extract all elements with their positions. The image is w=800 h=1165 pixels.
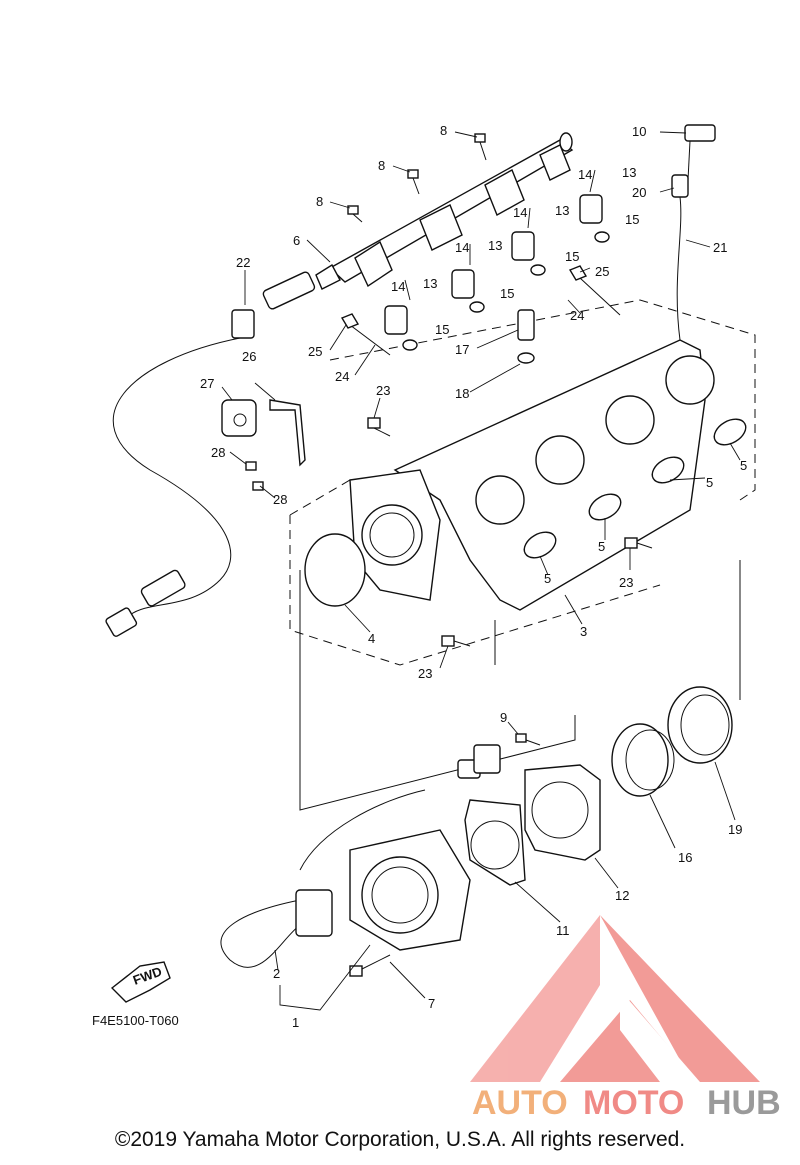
- callout-24a: 24: [335, 369, 349, 384]
- callout-1: 1: [292, 1015, 299, 1030]
- callout-23a: 23: [376, 383, 390, 398]
- callout-8c: 8: [316, 194, 323, 209]
- callout-16: 16: [678, 850, 692, 865]
- callout-25a: 25: [308, 344, 322, 359]
- callout-9: 9: [500, 710, 507, 725]
- callout-5b: 5: [706, 475, 713, 490]
- callout-21: 21: [713, 240, 727, 255]
- fuel-rail: [315, 132, 574, 290]
- callout-13c: 13: [488, 238, 502, 253]
- bolt-8-group: [347, 133, 487, 223]
- callout-10: 10: [632, 124, 646, 139]
- callout-labels: 1 2 3 4 5 5 5 5 6 7 8 8 8 9 10 11 12 13 …: [200, 123, 747, 1030]
- callout-6: 6: [293, 233, 300, 248]
- callout-13d: 13: [423, 276, 437, 291]
- callout-20: 20: [632, 185, 646, 200]
- callout-14b: 14: [513, 205, 527, 220]
- fwd-arrow-icon: FWD: [110, 961, 171, 1003]
- watermark-auto: AUTO: [472, 1084, 568, 1122]
- callout-22: 22: [236, 255, 250, 270]
- callout-18: 18: [455, 386, 469, 401]
- throttle-body: [220, 744, 501, 968]
- callout-15a: 15: [625, 212, 639, 227]
- watermark-logo: [470, 915, 760, 1082]
- assembly-outline: [289, 299, 756, 811]
- callout-5a: 5: [740, 458, 747, 473]
- copyright-notice: ©2019 Yamaha Motor Corporation, U.S.A. A…: [114, 1128, 686, 1151]
- sensor-17: [517, 309, 535, 364]
- callout-15c: 15: [500, 286, 514, 301]
- watermark-text: AUTO MOTO HUB: [472, 1084, 781, 1122]
- sensor-10: [671, 124, 716, 341]
- gasket-11: [464, 799, 526, 886]
- callout-24b: 24: [570, 308, 584, 323]
- callout-12: 12: [615, 888, 629, 903]
- filter-16: [611, 723, 675, 797]
- o-ring-15-group: [402, 231, 610, 351]
- callout-28a: 28: [211, 445, 225, 460]
- callout-3: 3: [580, 624, 587, 639]
- callout-25b: 25: [595, 264, 609, 279]
- callout-5d: 5: [544, 571, 551, 586]
- bracket-26: [221, 399, 306, 491]
- callout-13b: 13: [555, 203, 569, 218]
- callout-14a: 14: [578, 167, 592, 182]
- ring-19: [667, 686, 733, 764]
- stud-group: [340, 265, 621, 356]
- callout-13a: 13: [622, 165, 636, 180]
- leader-lines: [221, 131, 741, 1011]
- diagram-code: F4E5100-T060: [92, 1013, 179, 1028]
- gasket-5-group: [523, 418, 747, 559]
- callout-15d: 15: [435, 322, 449, 337]
- callout-15b: 15: [565, 249, 579, 264]
- callout-23c: 23: [418, 666, 432, 681]
- callout-28b: 28: [273, 492, 287, 507]
- callout-8b: 8: [378, 158, 385, 173]
- watermark-moto: MOTO: [583, 1084, 684, 1122]
- wire-harness-22: [105, 271, 316, 637]
- bolt-7: [349, 954, 391, 977]
- o-ring-4: [304, 533, 366, 607]
- callout-8a: 8: [440, 123, 447, 138]
- callout-17: 17: [455, 342, 469, 357]
- callout-14d: 14: [391, 279, 405, 294]
- callout-4: 4: [368, 631, 375, 646]
- callout-5c: 5: [598, 539, 605, 554]
- callout-11: 11: [556, 923, 570, 938]
- callout-27: 27: [200, 376, 214, 391]
- adapter-12: [524, 764, 601, 861]
- callout-14c: 14: [455, 240, 469, 255]
- callout-7: 7: [428, 996, 435, 1011]
- watermark-hub: HUB: [707, 1084, 781, 1122]
- callout-2: 2: [273, 966, 280, 981]
- bolt-9: [515, 733, 541, 746]
- callout-23b: 23: [619, 575, 633, 590]
- callout-19: 19: [728, 822, 742, 837]
- injector-group: [384, 194, 603, 335]
- callout-26: 26: [242, 349, 256, 364]
